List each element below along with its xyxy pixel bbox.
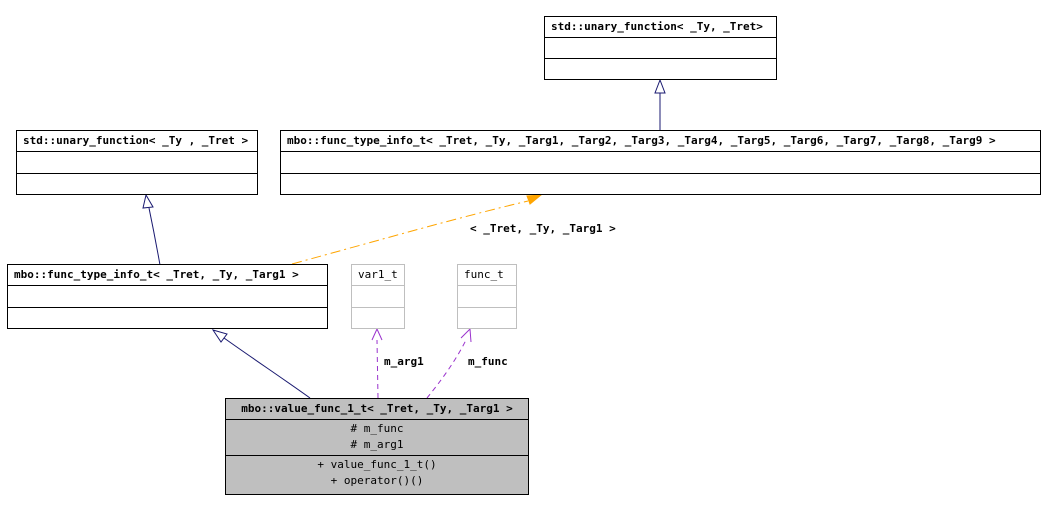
class-box-func-t[interactable]: func_t: [457, 264, 517, 329]
operations-section: [545, 59, 776, 79]
class-title: mbo::value_func_1_t< _Tret, _Ty, _Targ1 …: [226, 399, 528, 420]
class-title: std::unary_function< _Ty, _Tret>: [545, 17, 776, 38]
operations-section: [352, 308, 404, 328]
attributes-section: [281, 152, 1040, 174]
attributes-section: [8, 286, 327, 308]
class-title: mbo::func_type_info_t< _Tret, _Ty, _Targ…: [8, 265, 327, 286]
inheritance-edge-func-type-info-1: [148, 207, 161, 266]
usage-edge-m-func: [426, 339, 467, 399]
class-box-func-type-info-9[interactable]: mbo::func_type_info_t< _Tret, _Ty, _Targ…: [280, 130, 1041, 195]
operations-section: [458, 308, 516, 328]
operations-section: [281, 174, 1040, 194]
class-title: std::unary_function< _Ty , _Tret >: [17, 131, 257, 152]
attributes-section: [352, 286, 404, 308]
m-func-label: m_func: [468, 355, 508, 368]
class-title: mbo::func_type_info_t< _Tret, _Ty, _Targ…: [281, 131, 1040, 152]
inheritance-arrowhead: [654, 78, 666, 94]
class-box-unary-function-top[interactable]: std::unary_function< _Ty, _Tret>: [544, 16, 777, 80]
class-title: var1_t: [352, 265, 404, 286]
attributes-section: [545, 38, 776, 59]
operations-section: [17, 174, 257, 194]
template-arrowhead: [526, 194, 543, 205]
class-title: func_t: [458, 265, 516, 286]
attribute-m-func: # m_func: [350, 422, 404, 435]
class-box-value-func[interactable]: mbo::value_func_1_t< _Tret, _Ty, _Targ1 …: [225, 398, 529, 495]
attributes-section: [17, 152, 257, 174]
inheritance-arrowhead: [142, 193, 154, 209]
m-arg1-label: m_arg1: [384, 355, 424, 368]
template-args-label: < _Tret, _Ty, _Targ1 >: [470, 222, 616, 235]
attributes-section: # m_func # m_arg1: [226, 420, 528, 456]
usage-arrowhead: [371, 327, 383, 341]
operations-section: + value_func_1_t() + operator()(): [226, 456, 528, 491]
operation-constructor: + value_func_1_t(): [317, 458, 437, 471]
class-box-var1-t[interactable]: var1_t: [351, 264, 405, 329]
inheritance-arrowhead: [211, 329, 228, 343]
attributes-section: [458, 286, 516, 308]
class-box-unary-function-left[interactable]: std::unary_function< _Ty , _Tret >: [16, 130, 258, 195]
usage-edge-m-arg1: [376, 339, 379, 399]
class-box-func-type-info-1[interactable]: mbo::func_type_info_t< _Tret, _Ty, _Targ…: [7, 264, 328, 329]
operations-section: [8, 308, 327, 328]
inheritance-edge-value-func: [223, 337, 311, 399]
usage-arrowhead: [460, 327, 472, 343]
operation-call: + operator()(): [330, 474, 424, 487]
attribute-m-arg1: # m_arg1: [350, 438, 404, 451]
